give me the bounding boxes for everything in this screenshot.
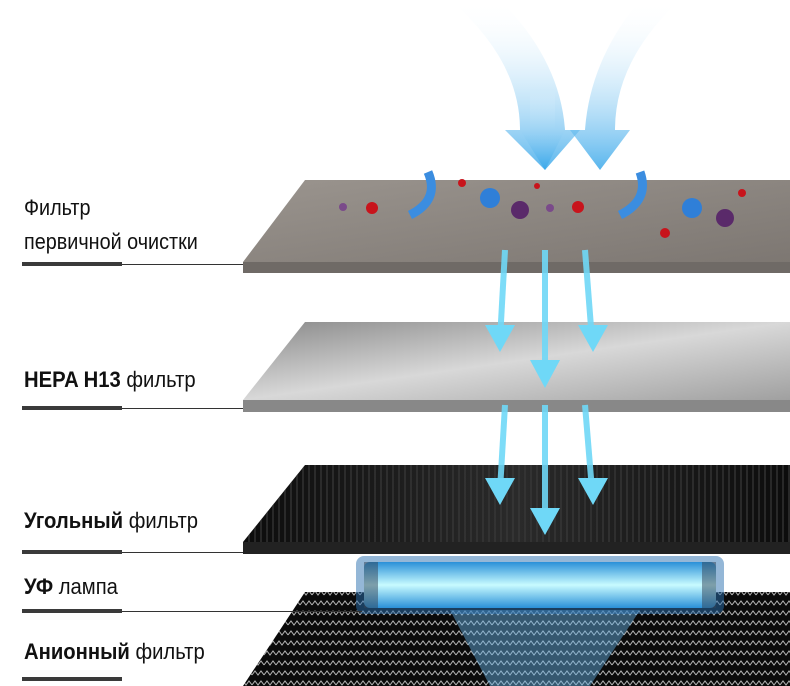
- uv-lamp: [356, 556, 724, 614]
- label-underline: [22, 677, 122, 681]
- label-underline: [22, 550, 122, 554]
- label-underline: [22, 609, 122, 613]
- label-uv: УФ лампа: [24, 574, 118, 600]
- label-hepa-bold: HEPA H13: [24, 367, 121, 392]
- leader-line: [122, 264, 243, 265]
- label-uv-bold: УФ: [24, 574, 54, 599]
- label-prefilter-line2: первичной очистки: [24, 229, 198, 254]
- label-anion: Анионный фильтр: [24, 639, 205, 665]
- label-carbon: Угольный фильтр: [24, 508, 198, 534]
- label-carbon-normal: фильтр: [123, 508, 198, 533]
- label-underline: [22, 406, 122, 410]
- leader-line: [122, 552, 243, 553]
- particles-icon: [339, 170, 746, 238]
- prefilter-slab: [243, 170, 790, 273]
- incoming-air-arrows: [450, 0, 680, 170]
- anion-slab: [243, 592, 790, 686]
- label-hepa-normal: фильтр: [120, 367, 196, 392]
- filtered-air-arrows: [485, 249, 608, 535]
- label-prefilter-line1: Фильтр: [24, 195, 91, 220]
- label-hepa: HEPA H13 фильтр: [24, 367, 196, 393]
- label-anion-bold: Анионный: [24, 639, 130, 664]
- hepa-slab: [243, 322, 790, 412]
- label-uv-normal: лампа: [53, 574, 118, 599]
- carbon-slab: [243, 465, 790, 554]
- label-underline: [22, 262, 122, 266]
- leader-line: [122, 408, 243, 409]
- leader-line: [122, 611, 362, 612]
- label-anion-normal: фильтр: [129, 639, 205, 664]
- label-carbon-bold: Угольный: [24, 508, 124, 533]
